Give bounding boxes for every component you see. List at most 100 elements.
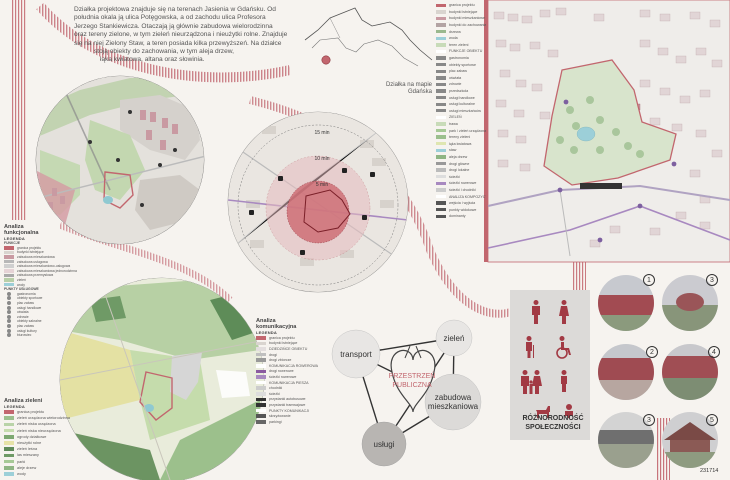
plan-legend-swatch [436,82,446,87]
plan-legend-label: dominanty [449,214,466,219]
comm-legend-label: drogi [269,352,277,357]
plan-legend-label: ANALIZA KOMPOZYCYJNA [449,194,486,199]
plan-legend-item: granica projektu [436,2,486,9]
functional-legend-item: wody [4,282,84,287]
people-icons [521,300,573,418]
plan-legend-label: usługi kulturalne [449,102,475,107]
green-legend-item: zieleń niska urządzona [4,421,74,427]
plan-legend-label: zdrowie [449,82,462,87]
plan-legend-item: punkty widokowe [436,206,486,213]
functional-legend-swatch [4,255,14,259]
comm-legend-label: przystanki autobusowe [269,397,306,402]
comm-legend-swatch [256,419,266,424]
plan-legend-label: granica projektu [449,3,475,8]
submission-code: 231714 [700,468,719,474]
green-legend-label: zieleń niska nieurządzona [17,428,61,433]
plan-legend-label: aleja drzew [449,154,468,159]
comm-legend-item: przystanki tramwajowe [256,402,322,408]
functional-legend-swatch [4,250,14,255]
diagram-center-line2: PUBLICZNA [392,382,432,389]
functional-legend-service-item: obiekty sakralne [4,319,84,324]
green-legend-item: wody [4,471,74,477]
comm-legend-label: PUNKTY KOMUNIKACJI [269,408,310,413]
comm-legend-item: przystanki autobusowe [256,397,322,403]
plan-legend-swatch [436,142,446,146]
plan-legend-label: oświata [449,75,462,80]
intro-line-1: Działka projektowa znajduje się na teren… [74,6,276,13]
plan-legend-swatch [436,56,446,60]
plan-legend-label: usługi handlowe [449,95,475,100]
green-legend-label: granica projektu [17,410,45,415]
diagram-node-services: usługi [374,440,395,449]
plan-legend-swatch [436,168,446,172]
plan-legend-swatch [436,214,446,218]
comm-legend-item: drogi rowerowe [256,369,322,375]
comm-legend-label: ścieżki rowerowe [269,374,297,379]
plan-legend-item: budynki do zachowania [436,22,486,29]
man-icon [532,300,540,324]
comm-legend-label: budynki istniejące [269,341,298,346]
plan-legend-swatch [436,102,446,106]
plan-legend-item: ścieżki i chodniki [436,187,486,194]
plan-legend-item: aleja drzew [436,154,486,161]
plan-legend-item: drzewa [436,28,486,35]
plan-legend-swatch [436,49,446,54]
functional-legend-service-label: plac zabaw [17,323,34,328]
comm-legend-label: LEGENDA [256,330,277,335]
site-plan [487,0,730,263]
functional-legend-swatch [4,278,14,282]
plan-legend-item: park / zieleń urządzona [436,127,486,134]
comm-legend-swatch [256,363,266,368]
plan-legend-label: budynki istniejące [449,9,478,14]
comm-legend-swatch [256,375,266,379]
comm-legend-swatch [256,352,266,357]
comm-legend-item: PUNKTY KOMUNIKACJI [256,408,322,414]
functional-legend-label: wody [17,282,25,287]
photo-number-2: 3 [706,274,718,286]
plan-legend-swatch [436,10,446,14]
plan-legend-swatch [436,161,446,166]
service-icon [7,323,11,328]
plan-legend-item: wejścia i wyjścia [436,200,486,207]
green-legend-label: LEGENDA [4,404,25,409]
plan-legend-item: staw [436,147,486,154]
green-legend-swatch [4,422,14,427]
functional-legend-swatch [4,259,14,264]
service-icon [7,305,11,310]
child-icon [561,370,567,392]
plan-legend-swatch [436,148,446,153]
green-legend-label: ogrody działkowe [17,434,47,439]
comm-legend: Analiza komunikacyjna LEGENDA granica pr… [256,318,322,425]
plan-legend-swatch [436,62,446,67]
green-legend-swatch [4,459,14,464]
service-icon [7,310,11,315]
green-legend-swatch [4,428,14,433]
plan-legend-swatch [436,122,446,126]
communication-map [227,111,409,293]
family-icon [521,370,542,394]
comm-legend-label: skrzyżowanie [269,414,291,419]
green-legend-item: zieleń niska nieurządzona [4,428,74,434]
ring-label-5: 5 min [316,182,328,188]
plan-legend-swatch [436,128,446,133]
plan-legend-label: woda [449,36,458,41]
plan-legend-swatch [436,29,446,34]
plan-legend-item: teren zieleni [436,42,486,49]
plan-legend-swatch [436,194,446,199]
comm-legend-label: przystanki tramwajowe [269,402,306,407]
plan-legend-swatch [436,36,446,40]
comm-legend-item: ścieżki [256,391,322,397]
green-legend-item: nieużytki rolne [4,440,74,446]
plan-legend-item: zdrowie [436,81,486,88]
plan-legend-label: obiekty sportowe [449,62,476,67]
comm-legend-label: parkingi [269,419,282,424]
comm-legend-item: parkingi [256,419,322,425]
functional-legend-service-label: biurowiec [17,333,32,338]
comm-legend-item: KOMUNIKACJA PIESZA [256,380,322,386]
functional-legend-label: zabudowa przemysłowa [17,273,54,278]
functional-legend-label: zabudowa mieszkaniowa [17,255,55,260]
service-icon [7,301,11,306]
plan-legend-swatch [436,115,446,120]
